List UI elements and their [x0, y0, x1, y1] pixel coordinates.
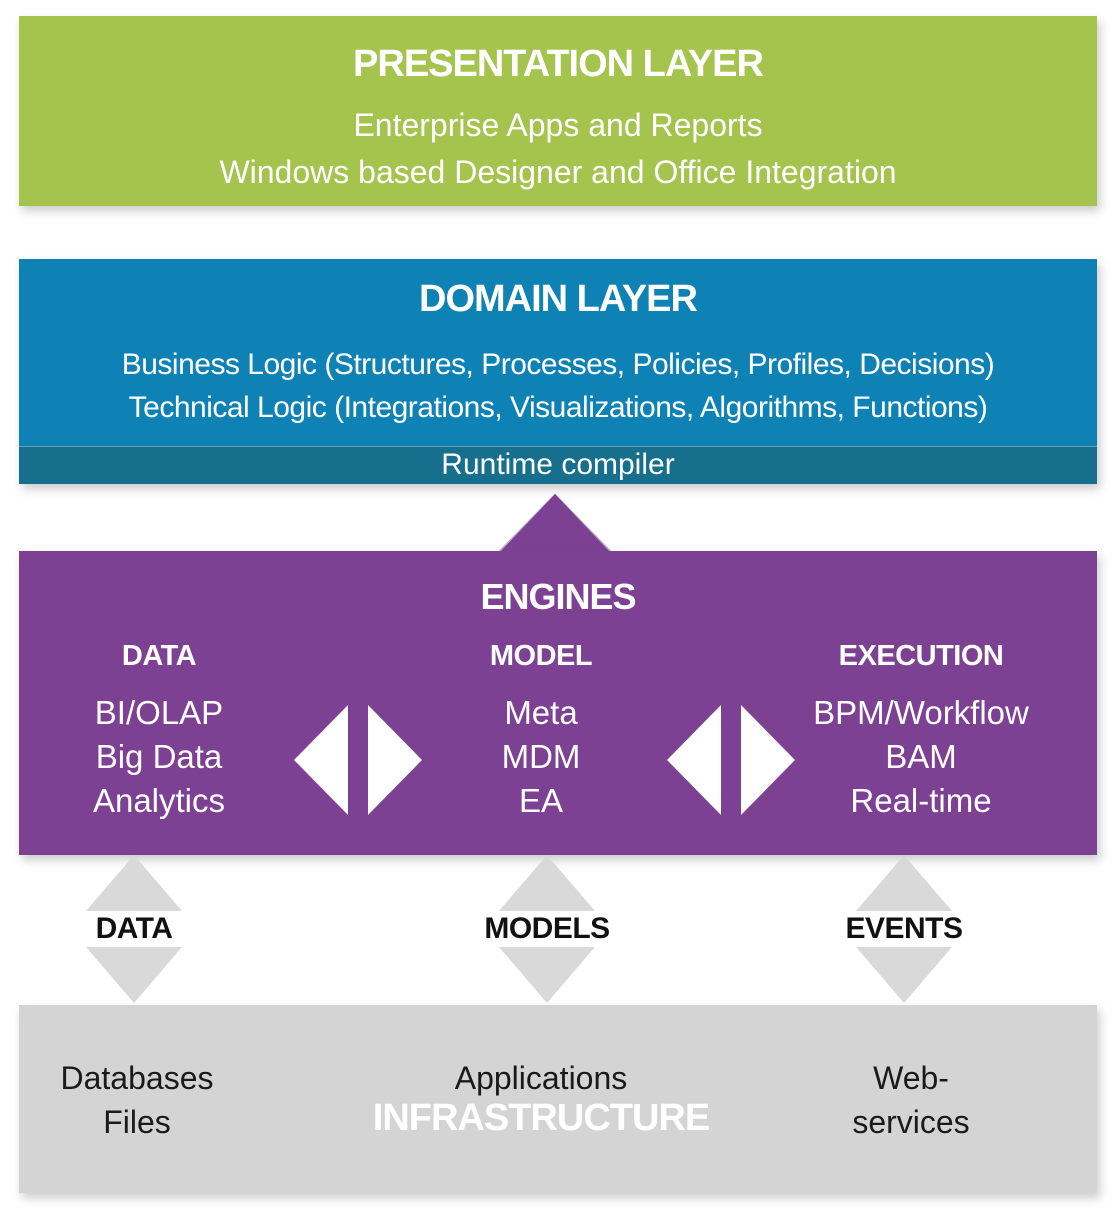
infrastructure-box: Databases Files Applications INFRASTRUCT…	[19, 1005, 1097, 1193]
infrastructure-item: services	[852, 1104, 970, 1140]
up-triangle-connector-icon	[498, 493, 612, 552]
up-triangle-icon	[856, 855, 952, 911]
runtime-compiler-bar: Runtime compiler	[19, 446, 1097, 484]
flow-arrow-events: EVENTS	[824, 855, 984, 1003]
flow-label-models: MODELS	[484, 912, 610, 945]
down-triangle-icon	[86, 947, 182, 1003]
infrastructure-column-center: Applications	[411, 1056, 671, 1100]
domain-layer-line: Technical Logic (Integrations, Visualiza…	[128, 391, 988, 424]
infrastructure-column-left: Databases Files	[19, 1056, 255, 1144]
engines-title: ENGINES	[480, 576, 636, 617]
domain-layer-lines: Business Logic (Structures, Processes, P…	[19, 343, 1097, 429]
flow-label-events: EVENTS	[845, 912, 963, 945]
domain-layer-title: DOMAIN LAYER	[419, 278, 698, 320]
engines-column-execution-header: EXECUTION	[838, 640, 1004, 672]
presentation-layer-line: Enterprise Apps and Reports	[353, 107, 763, 143]
up-triangle-icon	[86, 855, 182, 911]
bidirectional-arrow-icon	[667, 705, 795, 815]
right-triangle-icon	[741, 705, 795, 815]
infrastructure-item: Files	[103, 1104, 171, 1140]
engines-column-model: MODEL Meta MDM EA	[401, 637, 681, 823]
down-triangle-icon	[856, 947, 952, 1003]
infrastructure-column-right: Web- services	[781, 1056, 1041, 1144]
infrastructure-title: INFRASTRUCTURE	[372, 1097, 710, 1139]
engines-box: ENGINES DATA BI/OLAP Big Data Analytics …	[19, 551, 1097, 855]
engines-item: EA	[518, 782, 564, 819]
engines-item: Big Data	[95, 738, 223, 775]
left-triangle-icon	[294, 705, 348, 815]
domain-layer-box: DOMAIN LAYER Business Logic (Structures,…	[19, 259, 1097, 484]
engines-item: Analytics	[92, 782, 226, 819]
engines-item: Real-time	[850, 782, 992, 819]
presentation-layer-box: PRESENTATION LAYER Enterprise Apps and R…	[19, 16, 1097, 206]
presentation-layer-line: Windows based Designer and Office Integr…	[219, 154, 897, 190]
presentation-layer-title: PRESENTATION LAYER	[353, 43, 764, 85]
engines-item: MDM	[501, 738, 581, 775]
right-triangle-icon	[368, 705, 422, 815]
bidirectional-arrow-icon	[294, 705, 422, 815]
engines-column-data-header: DATA	[121, 640, 197, 672]
down-triangle-icon	[499, 947, 595, 1003]
presentation-layer-lines: Enterprise Apps and Reports Windows base…	[19, 102, 1097, 196]
engines-column-execution: EXECUTION BPM/Workflow BAM Real-time	[769, 637, 1073, 823]
infrastructure-item: Web-	[873, 1060, 949, 1096]
left-triangle-icon	[667, 705, 721, 815]
flow-label-data: DATA	[95, 912, 173, 945]
infrastructure-item: Databases	[60, 1060, 214, 1096]
flow-arrow-models: MODELS	[467, 855, 627, 1003]
infrastructure-item: Applications	[454, 1060, 628, 1096]
engines-item: Meta	[504, 694, 578, 731]
up-triangle-icon	[499, 855, 595, 911]
engines-item: BAM	[885, 738, 957, 775]
engines-column-data: DATA BI/OLAP Big Data Analytics	[19, 637, 299, 823]
domain-layer-line: Business Logic (Structures, Processes, P…	[121, 348, 995, 381]
flow-arrow-data: DATA	[54, 855, 214, 1003]
engines-column-model-header: MODEL	[489, 640, 593, 672]
engines-item: BI/OLAP	[94, 694, 224, 731]
engines-item: BPM/Workflow	[813, 694, 1029, 731]
